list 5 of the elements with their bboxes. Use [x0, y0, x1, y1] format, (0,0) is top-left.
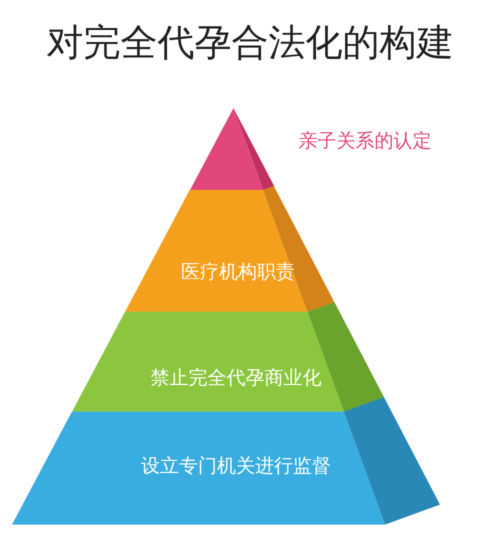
title: 对完全代孕合法化的构建: [46, 20, 454, 66]
layer-label: 亲子关系的认定: [298, 129, 432, 154]
layer-label: 设立专门机关进行监督: [141, 454, 331, 479]
layer-label: 医疗机构职责: [180, 260, 295, 285]
layer-label: 禁止完全代孕商业化: [150, 366, 322, 391]
